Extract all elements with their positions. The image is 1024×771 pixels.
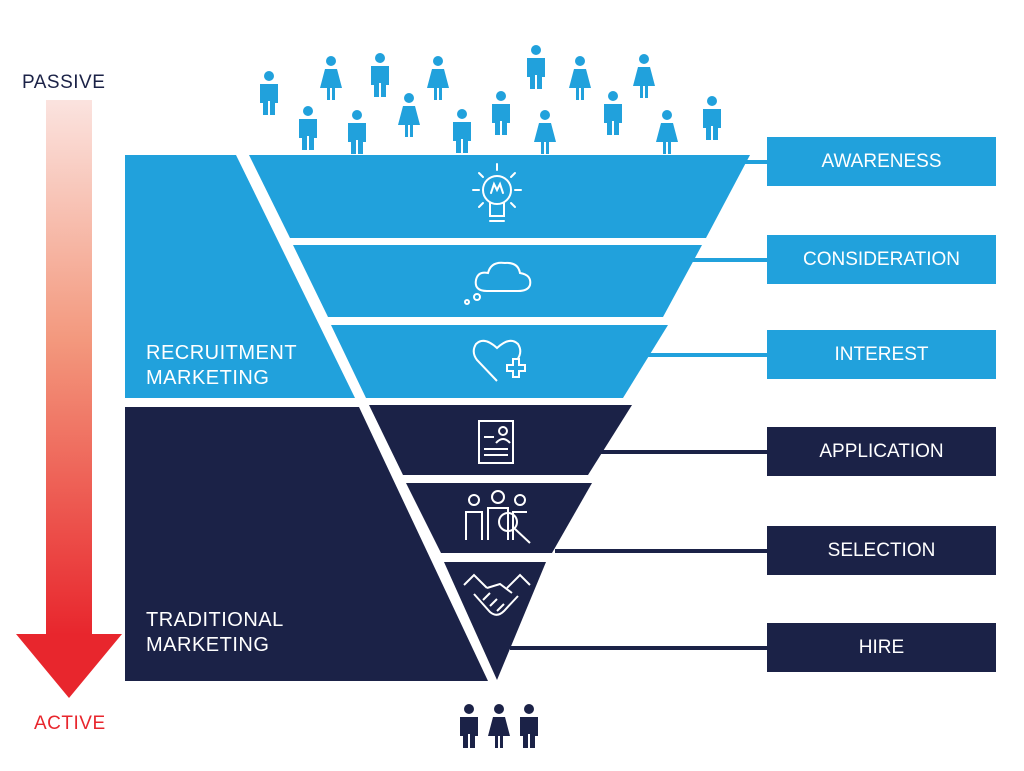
passive-to-active-arrow <box>16 100 122 698</box>
stage-box-interest: INTEREST <box>767 330 996 379</box>
funnel-band-hire <box>444 562 546 680</box>
stage-label-consideration: CONSIDERATION <box>803 248 960 270</box>
traditional-marketing-label: TRADITIONAL MARKETING <box>146 608 284 658</box>
traditional-marketing-line1: TRADITIONAL <box>146 609 284 631</box>
group-magnifier-icon <box>465 490 531 544</box>
stage-box-selection: SELECTION <box>767 526 996 575</box>
stage-label-application: APPLICATION <box>819 440 944 462</box>
stage-label-awareness: AWARENESS <box>821 150 942 172</box>
lightbulb-icon <box>472 163 522 222</box>
recruitment-marketing-label: RECRUITMENT MARKETING <box>146 341 297 391</box>
stage-box-consideration: CONSIDERATION <box>767 235 996 284</box>
stage-box-application: APPLICATION <box>767 427 996 476</box>
recruitment-marketing-line1: RECRUITMENT <box>146 342 298 364</box>
funnel-band-awareness <box>249 155 750 238</box>
traditional-marketing-panel <box>125 407 488 681</box>
recruitment-marketing-line2: MARKETING <box>146 367 270 389</box>
stage-label-hire: HIRE <box>858 636 905 658</box>
handshake-icon <box>463 573 531 616</box>
funnel-band-consideration <box>293 245 702 317</box>
traditional-marketing-line2: MARKETING <box>146 634 270 656</box>
stage-box-hire: HIRE <box>767 623 996 672</box>
heart-plus-icon <box>472 339 526 382</box>
stage-label-selection: SELECTION <box>827 539 936 561</box>
resume-document-icon <box>478 420 514 464</box>
passive-label: PASSIVE <box>22 72 106 93</box>
stage-box-awareness: AWARENESS <box>767 137 996 186</box>
stage-label-interest: INTEREST <box>834 343 929 365</box>
funnel-band-interest <box>331 325 668 398</box>
thought-cloud-icon <box>464 261 532 305</box>
top-crowd <box>260 45 721 154</box>
connector-lines <box>510 160 767 650</box>
recruitment-marketing-panel <box>125 155 355 398</box>
hired-people <box>460 704 538 748</box>
active-label: ACTIVE <box>34 713 106 734</box>
